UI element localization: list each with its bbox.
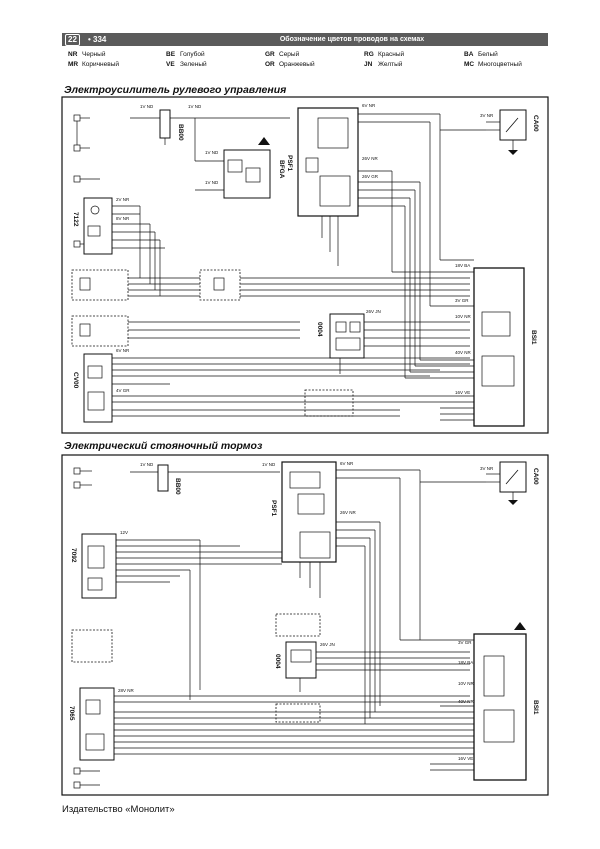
module-7092: 7092: [70, 533, 282, 700]
splice-box: [275, 703, 321, 723]
bsi1-label: BSI1: [532, 700, 539, 715]
diagram-parking-brake: BB00 1V ND 1V ND PSF1 6V NR 26V NR: [61, 454, 549, 796]
splice-box: [304, 389, 354, 417]
diagram-frame: [61, 96, 549, 434]
module-psf1: PSF1: [270, 461, 420, 598]
conn-label: 40V NR: [458, 699, 475, 704]
splice-box: [71, 629, 113, 663]
conn-label: 6V NR: [116, 348, 130, 353]
7065-label: 7065: [68, 706, 75, 721]
conn-label: 1V ND: [205, 180, 219, 185]
module-bsi1: BSI1: [364, 478, 539, 781]
ca00-label: CA00: [532, 468, 539, 485]
conn-label: 6V NR: [340, 461, 354, 466]
conn-label: 1V ND: [140, 104, 154, 109]
conn-label: 8V NR: [116, 216, 130, 221]
cv00-label: CV00: [72, 372, 79, 389]
conn-label: 16V VE: [458, 756, 473, 761]
switch-ca00: CA00: [439, 109, 539, 260]
switch-ca00: CA00: [419, 461, 539, 640]
conn-label: 1V ND: [140, 462, 154, 467]
conn-label: 1V ND: [188, 104, 202, 109]
conn-label: 18V BA: [458, 660, 473, 665]
chapter-number: 22: [65, 34, 80, 46]
page-header: 22 • 334 Обозначение цветов проводов на …: [62, 33, 548, 46]
conn-label: 3V NR: [480, 466, 494, 471]
conn-label: 1V ND: [205, 150, 219, 155]
psf1-label: PSF1: [286, 155, 293, 172]
conn-label: 1V ND: [262, 462, 276, 467]
conn-label: 16V VE: [455, 390, 470, 395]
conn-label: 3V NR: [480, 113, 494, 118]
conn-label: 18V BA: [455, 263, 470, 268]
page-number: • 334: [88, 35, 107, 44]
conn-label: 26V GR: [362, 174, 379, 179]
section-title-parking-brake: Электрический стояночный тормоз: [64, 440, 263, 452]
ground-stubs: [73, 467, 100, 789]
module-psf1: PSF1: [286, 107, 440, 266]
module-bfga: BFGA: [194, 118, 285, 199]
conn-label: 4V GR: [116, 388, 130, 393]
module-0004: 0004: [274, 641, 470, 692]
conn-label: 6V NR: [362, 103, 376, 108]
bfga-label: BFGA: [278, 160, 285, 179]
conn-label: 26V JN: [320, 642, 335, 647]
splice-box: [275, 613, 321, 637]
conn-label: 26V NR: [362, 156, 379, 161]
conn-label: 28V NR: [118, 688, 135, 693]
splice-boxes: [71, 269, 241, 347]
ground-stubs: [73, 114, 100, 248]
conn-label: 10V NR: [455, 314, 472, 319]
bsi1-label: BSI1: [530, 330, 537, 345]
connector-bb00: BB00: [130, 464, 280, 495]
connector-bb00: BB00: [130, 109, 290, 145]
module-7122: 7122: [72, 197, 165, 255]
conn-label: 3V GR: [455, 298, 469, 303]
psf1-label: PSF1: [270, 500, 277, 517]
conn-label: 12V: [120, 530, 128, 535]
publisher-footer: Издательство «Монолит»: [62, 804, 175, 815]
conn-label: 10V NR: [458, 681, 475, 686]
0004-label: 0004: [274, 654, 281, 669]
module-0004: 0004: [316, 313, 470, 374]
diagram-frame: [61, 454, 549, 796]
7122-label: 7122: [72, 212, 79, 227]
module-7065: 7065: [68, 687, 470, 761]
bb00-label: BB00: [177, 124, 184, 141]
7092-label: 7092: [70, 548, 77, 563]
conn-label: 26V JN: [366, 309, 381, 314]
conn-label: 2V NR: [116, 197, 130, 202]
bb00-label: BB00: [174, 478, 181, 495]
ca00-label: CA00: [532, 115, 539, 132]
module-bsi1: BSI1: [391, 122, 537, 427]
section-title-power-steering: Электроусилитель рулевого управления: [64, 84, 287, 96]
conn-label: 3V GR: [458, 640, 472, 645]
0004-label: 0004: [316, 322, 323, 337]
conn-label: 40V NR: [455, 350, 472, 355]
header-title: Обозначение цветов проводов на схемах: [279, 36, 425, 43]
diagram-power-steering: BB00 1V ND 1V ND BFGA 1V ND 1V ND PSF1: [61, 96, 549, 434]
conn-label: 26V NR: [340, 510, 357, 515]
splice-internals: [79, 206, 470, 339]
